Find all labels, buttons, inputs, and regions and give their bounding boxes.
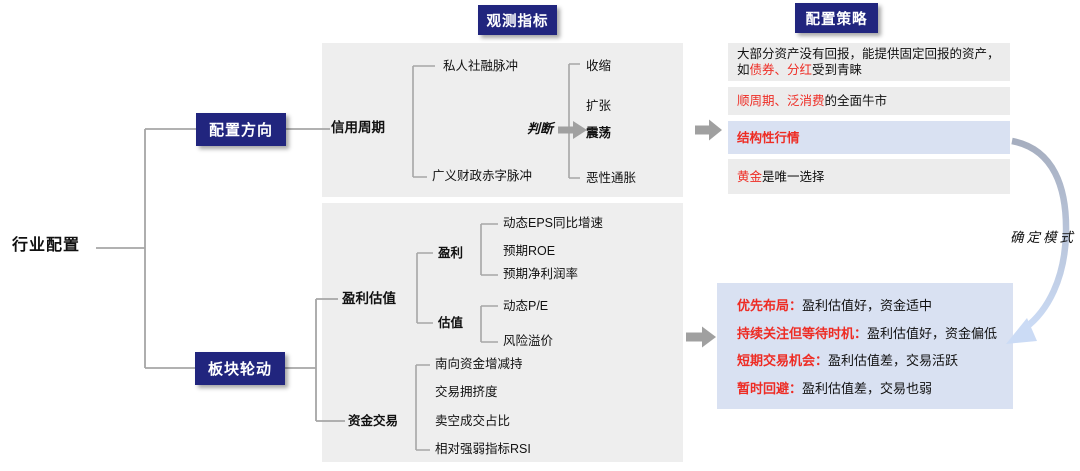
playbook-line: 优先布局：盈利估值好，资金适中 [737, 295, 1013, 314]
judge-label: 判断 [527, 121, 554, 136]
strategy-text-part-red: 债券、分红 [749, 63, 813, 77]
branch-box-sector-rotation: 板块轮动 [195, 352, 285, 385]
root-label-industry-allocation: 行业配置 [12, 237, 81, 254]
valuation-item-dynamic-pe: 动态P/E [503, 299, 549, 313]
valuation-label: 估值 [438, 316, 464, 330]
earnings-label: 盈利 [438, 246, 464, 260]
credit-input-fiscal-deficit: 广义财政赤字脉冲 [432, 169, 533, 183]
strategy-row-expansion: 顺周期、泛消费的全面牛市 [728, 87, 1010, 115]
strategy-text-part: 大部分资产没有回报，能提供固定回报的资产，如 [737, 47, 1000, 77]
outcome-expansion: 扩张 [586, 99, 612, 113]
playbook-tag: 持续关注但等待时机： [737, 325, 868, 341]
playbook-desc: 盈利估值差，交易也弱 [802, 380, 933, 396]
playbook-line: 短期交易机会：盈利估值差，交易活跃 [737, 350, 1013, 369]
funds-item-rsi: 相对强弱指标RSI [435, 442, 531, 456]
outcome-hyperinflation: 恶性通胀 [586, 171, 637, 185]
playbook-desc: 盈利估值好，资金适中 [802, 298, 933, 314]
header-allocation-strategy: 配置策略 [795, 3, 878, 33]
flow-arrow-top-icon [695, 119, 722, 141]
outcome-contraction: 收缩 [586, 59, 612, 73]
valuation-item-risk-premium: 风险溢价 [503, 334, 554, 348]
funds-trading-label: 资金交易 [348, 414, 399, 428]
branch-label: 配置方向 [208, 122, 273, 139]
playbook-line: 持续关注但等待时机：盈利估值好，资金偏低 [737, 323, 1013, 342]
strategy-text-part-red: 结构性行情 [737, 130, 800, 145]
earnings-item-eps-growth: 动态EPS同比增速 [503, 216, 604, 230]
playbook-line: 暂时回避：盈利估值差，交易也弱 [737, 378, 1013, 397]
earnings-item-net-margin: 预期净利润率 [503, 267, 579, 281]
header-label: 观测指标 [486, 13, 549, 30]
strategy-text-part: 受到青睐 [812, 63, 863, 77]
strategy-text-part: 的全面牛市 [824, 94, 888, 108]
strategy-row-hyperinflation: 黄金是唯一选择 [728, 159, 1010, 194]
playbook-desc: 盈利估值差，交易活跃 [828, 353, 959, 369]
strategy-text-part-red: 顺周期、泛消费 [737, 94, 825, 108]
branch-box-allocation-direction: 配置方向 [196, 113, 286, 146]
flow-arrow-bottom-icon [686, 326, 716, 348]
branch-label: 板块轮动 [207, 361, 272, 378]
strategy-text-part-red: 黄金 [737, 169, 763, 184]
strategy-text: 黄金是唯一选择 [737, 169, 825, 185]
strategy-text: 顺周期、泛消费的全面牛市 [737, 93, 887, 109]
strategy-row-contraction: 大部分资产没有回报，能提供固定回报的资产，如债券、分红受到青睐 [728, 43, 1010, 81]
strategy-text: 大部分资产没有回报，能提供固定回报的资产，如债券、分红受到青睐 [737, 46, 1001, 78]
credit-input-social-financing: 私人社融脉冲 [443, 59, 519, 73]
playbook-tag: 短期交易机会： [737, 353, 829, 369]
strategy-text-part: 是唯一选择 [762, 169, 825, 184]
playbook-tag: 优先布局： [737, 298, 803, 314]
profit-valuation-panel [322, 203, 683, 462]
header-label: 配置策略 [805, 11, 868, 28]
strategy-row-oscillation-highlighted: 结构性行情 [728, 121, 1010, 154]
playbook-desc: 盈利估值好，资金偏低 [867, 325, 998, 341]
header-observed-indicators: 观测指标 [478, 5, 557, 35]
mode-arrow-label: 确定模式 [1010, 230, 1076, 245]
funds-item-southbound-flows: 南向资金增减持 [435, 357, 523, 371]
credit-cycle-label: 信用周期 [331, 120, 385, 135]
rotation-playbook-box: 优先布局：盈利估值好，资金适中 持续关注但等待时机：盈利估值好，资金偏低 短期交… [717, 283, 1013, 409]
profit-valuation-label: 盈利估值 [342, 291, 396, 306]
funds-item-trade-crowding: 交易拥挤度 [435, 385, 498, 399]
earnings-item-expected-roe: 预期ROE [503, 244, 556, 258]
funds-item-short-selling-ratio: 卖空成交占比 [435, 414, 511, 428]
playbook-tag: 暂时回避： [737, 380, 803, 396]
outcome-oscillation-active: 震荡 [586, 126, 612, 140]
